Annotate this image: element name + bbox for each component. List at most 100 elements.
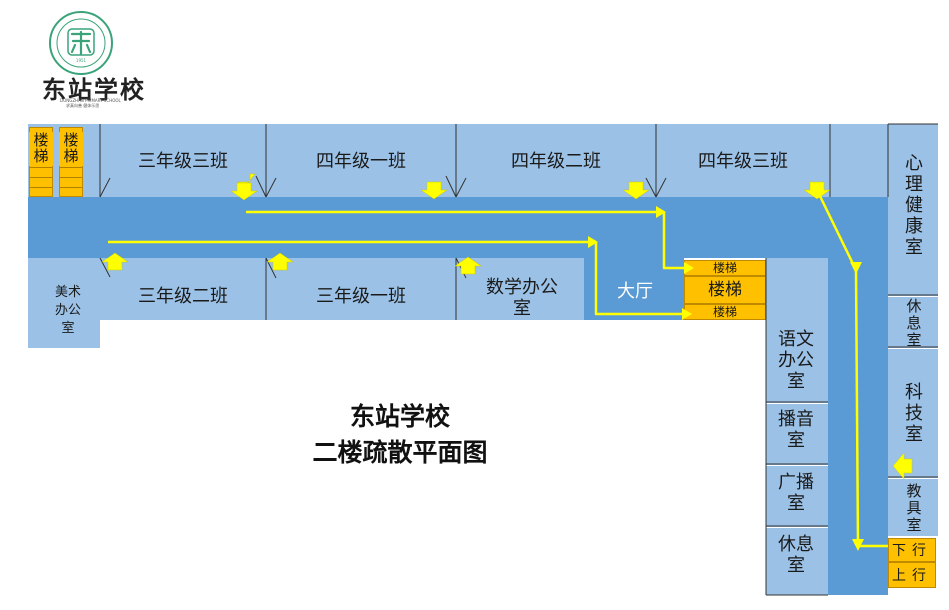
room-chinese-office <box>766 258 828 403</box>
label-line: 教 <box>906 481 922 500</box>
arrowhead-down-icon <box>852 539 864 551</box>
label-line: 办公 <box>778 349 814 371</box>
arrow-up-icon <box>454 256 482 275</box>
stair-left-1-label: 楼梯 <box>29 132 53 166</box>
room-art-office <box>28 258 100 348</box>
label-line: 室 <box>513 298 531 319</box>
room-grade4-class2 <box>456 124 656 197</box>
room-psych-label: 心理健康室 <box>902 152 926 258</box>
room-science <box>888 348 938 478</box>
arrow-down-icon <box>420 181 448 200</box>
room-grade3-class2-label: 三年级二班 <box>138 286 228 307</box>
route-arrowheads <box>588 206 864 551</box>
room-math-office <box>456 258 584 320</box>
stair-center-top-label: 楼梯 <box>712 261 737 275</box>
label-line: 室 <box>787 555 805 576</box>
room-grade3-class1 <box>266 258 456 320</box>
label-line: 理 <box>905 173 923 195</box>
label-line: 室 <box>787 370 805 392</box>
room-grade4-class3 <box>656 124 830 197</box>
room-rest-bottom <box>766 527 828 595</box>
label-line: 休息 <box>778 534 814 555</box>
arrow-down-icon <box>622 181 650 200</box>
stair-center-bottom-label: 楼梯 <box>712 305 737 319</box>
school-logo: 1951 <box>48 10 114 76</box>
evacuation-routes <box>108 191 888 548</box>
room-broadcast-label: 播音室 <box>776 407 816 453</box>
corridor-margin-right <box>830 124 888 197</box>
label-line: 美术 <box>54 285 81 300</box>
arrowhead-right-icon <box>588 236 598 248</box>
arrowhead-right-icon <box>682 308 692 320</box>
label-line: 室 <box>787 430 805 451</box>
label-line: 室 <box>906 515 922 534</box>
room-science-label: 科技室 <box>902 378 926 448</box>
label-line: 广播 <box>778 472 814 493</box>
arrowhead-right-icon <box>656 206 666 218</box>
label-line: 室 <box>905 423 923 445</box>
map-title-line1: 东站学校 <box>349 402 450 431</box>
stair-center-main-label: 楼梯 <box>708 280 742 300</box>
room-equipment-label: 教具室 <box>902 482 926 534</box>
label-line: 康 <box>905 215 923 237</box>
hall-label: 大厅 <box>617 281 653 302</box>
label-line: 室 <box>61 321 75 336</box>
room-equipment <box>888 478 938 536</box>
label-line: 科 <box>905 381 923 403</box>
room-grade3-class3-label: 三年级三班 <box>138 151 228 172</box>
room-radio-label: 广播室 <box>776 470 816 516</box>
map-title-line2: 二楼疏散平面图 <box>312 438 488 467</box>
room-chinese-office-label: 语文办公室 <box>776 322 816 398</box>
stair-left-2-label: 楼梯 <box>59 132 83 166</box>
arrow-up-icon <box>101 252 129 271</box>
room-grade4-class3-label: 四年级三班 <box>698 151 788 172</box>
stair-right-down-label: 下行 <box>892 543 932 559</box>
label-line: 息 <box>906 313 922 332</box>
school-motto: 求真向善 健体乐思 <box>66 103 100 108</box>
label-line: 室 <box>905 236 923 258</box>
room-grade4-class1 <box>266 124 456 197</box>
room-rest-bottom-label: 休息室 <box>776 532 816 578</box>
room-rest-right <box>888 296 938 348</box>
label-line: 具 <box>906 498 922 517</box>
room-grade4-class2-label: 四年级二班 <box>511 151 601 172</box>
arrowhead-right-icon <box>684 262 694 274</box>
arrow-down-icon <box>803 181 831 200</box>
room-broadcast <box>766 403 828 465</box>
room-math-office-label: 数学办公室 <box>486 276 558 320</box>
label-line: 室 <box>906 330 922 349</box>
school-english-name: DONGZHAN PRIMARY SCHOOL <box>60 98 121 103</box>
school-name-calligraphy: 东站学校 <box>42 75 146 104</box>
stair-right-down <box>888 538 936 562</box>
stair-right-up <box>888 562 936 588</box>
room-grade3-class1-label: 三年级一班 <box>316 286 406 307</box>
block-arrows <box>101 173 913 480</box>
arrowhead-down-icon <box>850 262 862 274</box>
room-grade3-class2 <box>100 258 266 320</box>
label-line: 数学办公 <box>486 277 558 298</box>
label-line: 室 <box>787 493 805 514</box>
arrow-down-icon <box>230 182 258 201</box>
label-line: 语文 <box>778 328 814 350</box>
walls <box>99 123 938 596</box>
room-radio <box>766 465 828 527</box>
label-line: 播音 <box>778 409 814 430</box>
school-emblem-icon: 1951 <box>49 11 113 75</box>
door-swings <box>99 175 667 279</box>
label-line: 办公 <box>54 303 81 318</box>
label-line: 休 <box>906 296 922 315</box>
stair-center-main <box>684 276 766 304</box>
arrow-left-icon <box>892 452 913 480</box>
room-art-office-label: 美术办公室 <box>50 283 86 339</box>
corridor-main <box>28 197 888 258</box>
label-line: 健 <box>905 194 923 216</box>
svg-text:1951: 1951 <box>76 58 87 63</box>
label-line: 心 <box>905 152 923 174</box>
arrow-up-icon <box>266 252 294 271</box>
label-line: 技 <box>905 402 923 424</box>
room-psych <box>888 124 938 296</box>
room-grade4-class1-label: 四年级一班 <box>316 151 406 172</box>
room-rest-right-label: 休息室 <box>902 296 926 349</box>
stair-right-up-label: 上行 <box>892 568 932 584</box>
